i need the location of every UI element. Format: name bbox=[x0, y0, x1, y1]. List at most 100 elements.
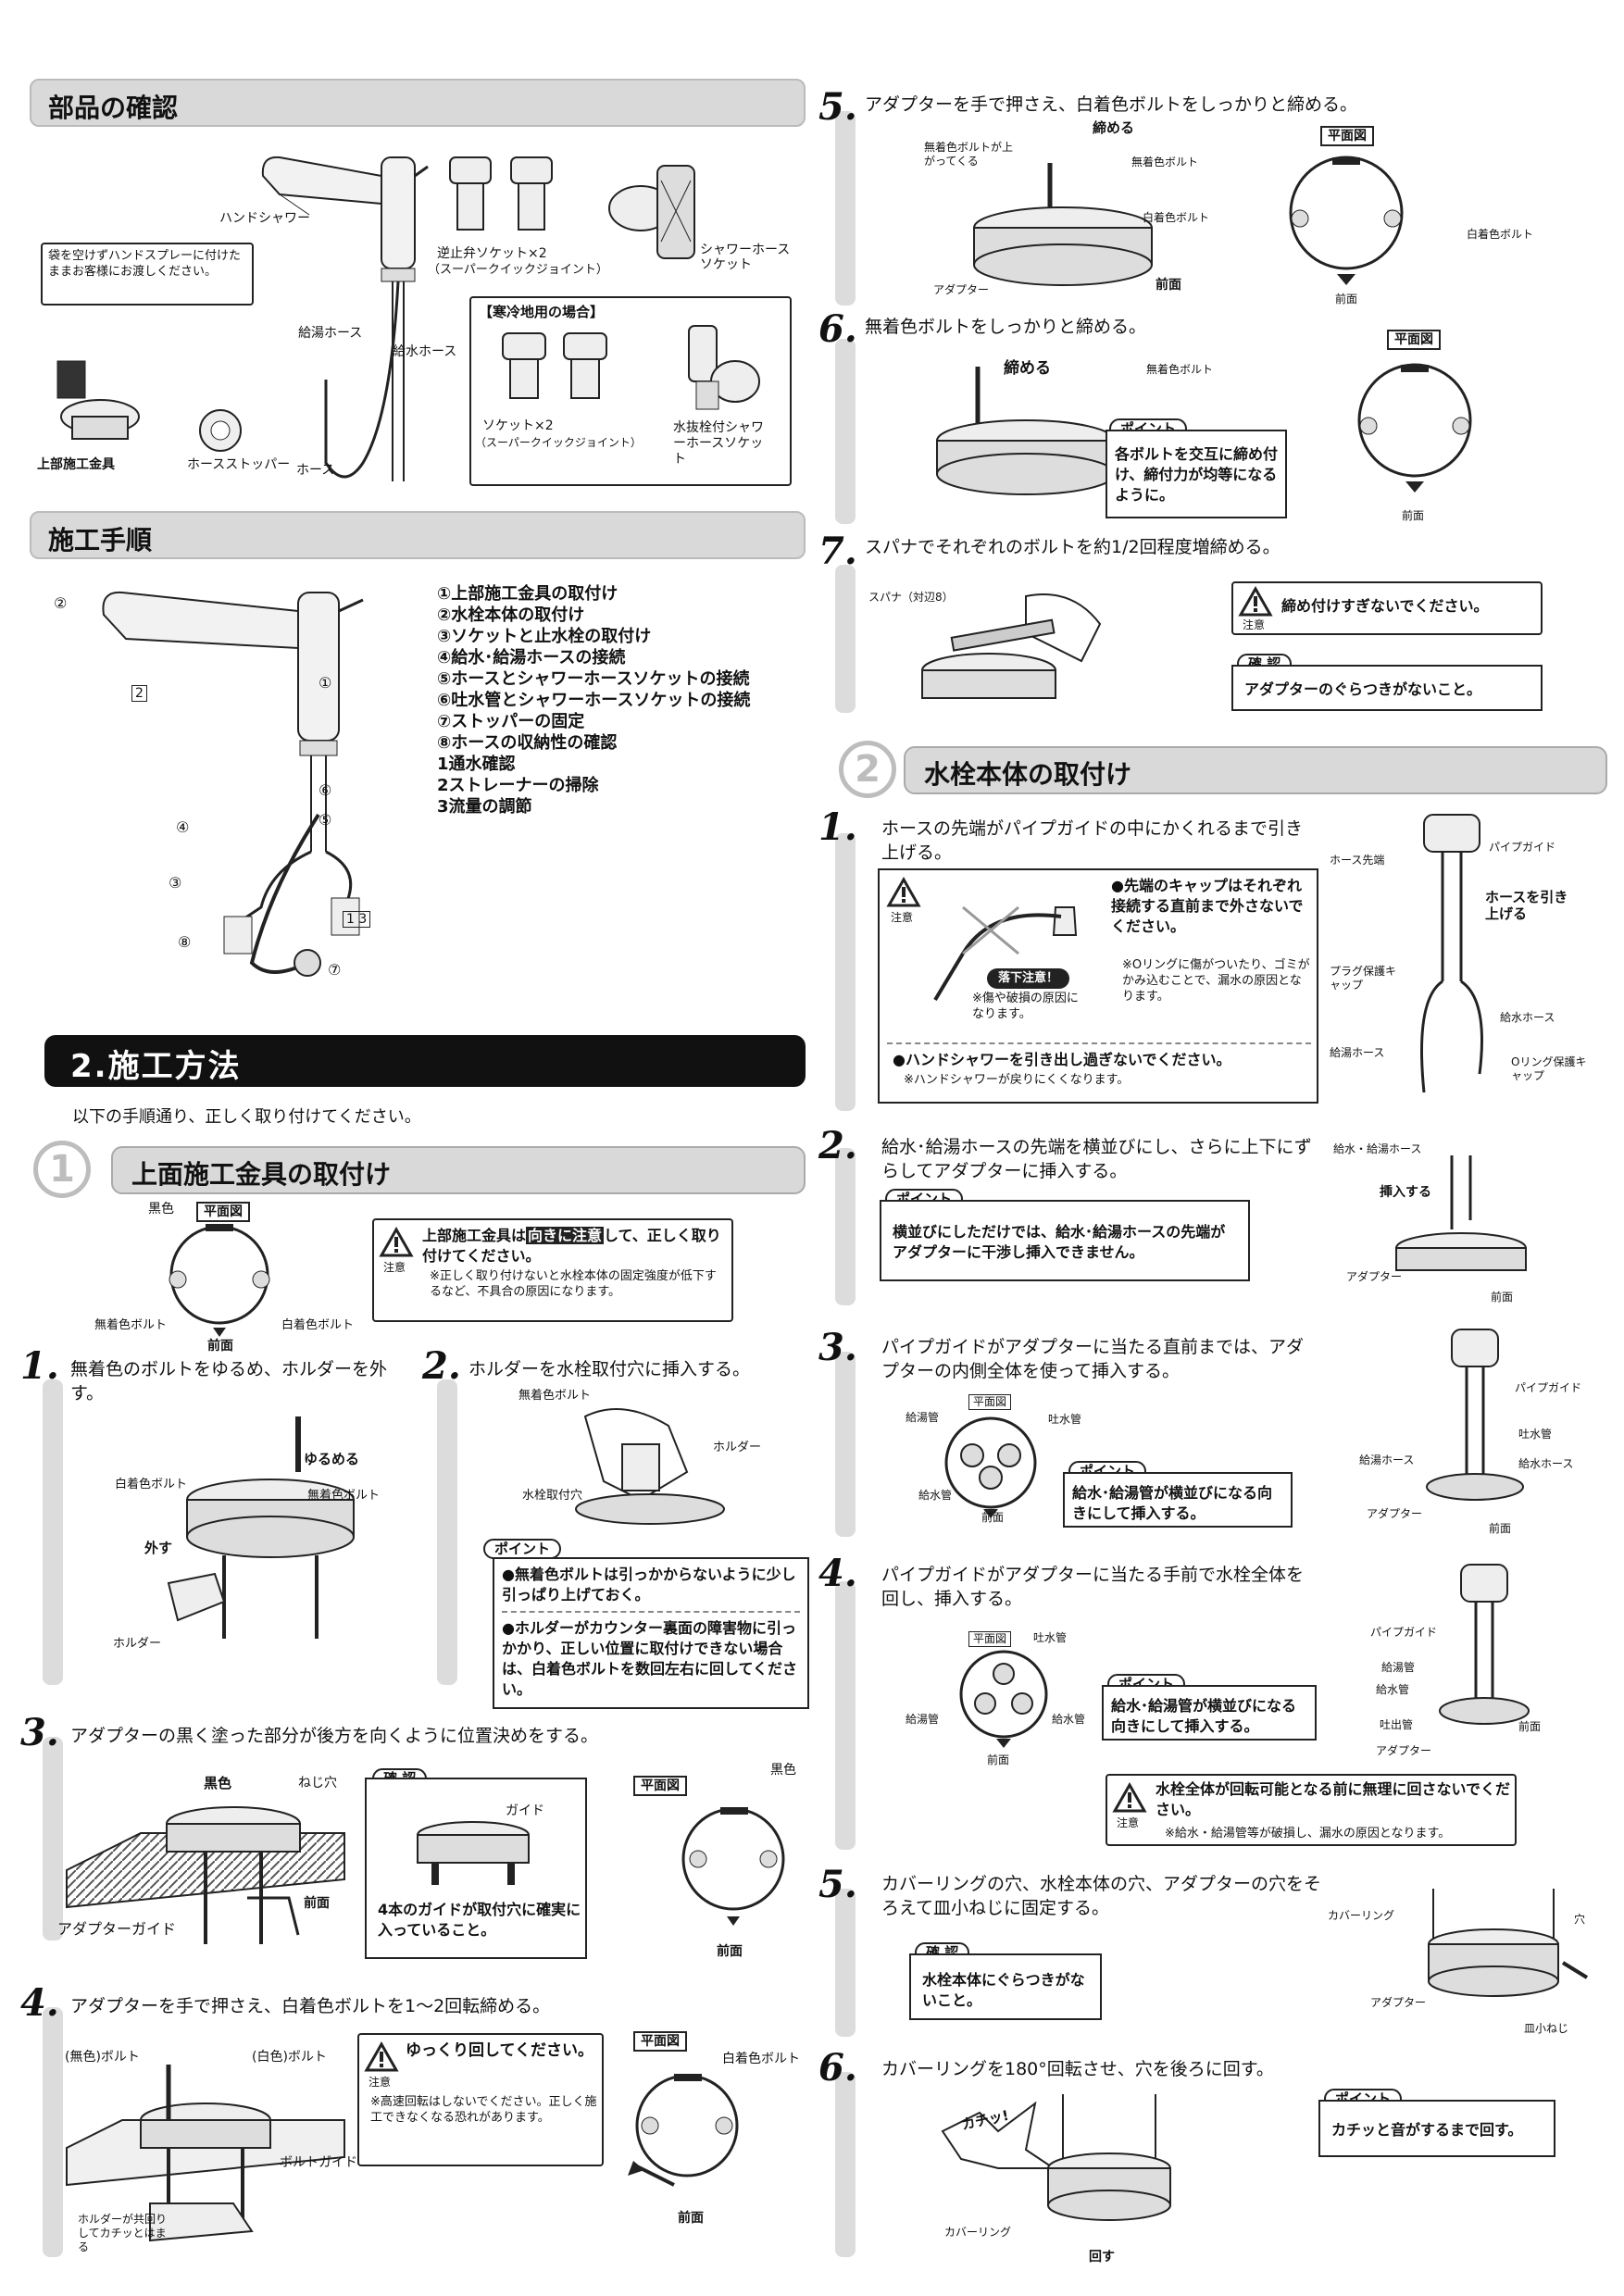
sec1-step2-text: ホルダーを水栓取付穴に挿入する。 bbox=[468, 1359, 751, 1379]
s2-step4-warning-box: 注意 水栓全体が回転可能となる前に無理に回さないでください。 ※給水・給湯管等が… bbox=[1106, 1774, 1517, 1846]
s2-step1-warning-a: ●先端のキャップはそれぞれ接続する直前まで外さないでください。 bbox=[1111, 877, 1304, 935]
cold-region-box: 【寒冷地用の場合】 ソケット×2 （スーパークイックジョイント） 水抜栓付シャワ… bbox=[469, 296, 792, 486]
s2-step1-pull: ホースを引き上げる bbox=[1485, 889, 1568, 922]
r-step5-adapter: アダプター bbox=[933, 283, 990, 296]
caution-icon bbox=[364, 2040, 399, 2072]
sec1-step1-num: 1. bbox=[20, 1344, 59, 1388]
sec1-step4-white: (白色)ボルト bbox=[252, 2050, 327, 2065]
procedure-item: 1通水確認 bbox=[437, 755, 516, 774]
sec1-step3-illustration bbox=[66, 1806, 345, 1944]
sec1-step3-guide2: ガイド bbox=[506, 1803, 544, 1818]
s2-step3-hotpipe: 給湯管 bbox=[906, 1411, 940, 1424]
sec1-step3-plan: 平面図 bbox=[633, 1776, 687, 1796]
r-step5-nocolor-up: 無着色ボルトが上がってくる bbox=[924, 141, 1014, 168]
r-step5-front: 前面 bbox=[1156, 278, 1181, 293]
s2-step4-point-box: 給水･給湯管が横並びになる向きにして挿入する。 bbox=[1102, 1685, 1317, 1741]
sec1-step1-nocolor: 無着色ボルト bbox=[307, 1489, 381, 1503]
method-intro: 以下の手順通り、正しく取り付けてください。 bbox=[72, 1107, 421, 1127]
sec1-step4-white2: 白着色ボルト bbox=[722, 2052, 800, 2066]
method-heading: 2.施工方法 bbox=[70, 1048, 242, 1085]
procedure-item: ⑥吐水管とシャワーホースソケットの接続 bbox=[437, 691, 751, 710]
s2-step4-warning-note: ※給水・給湯管等が破損し、漏水の原因となります。 bbox=[1165, 1827, 1451, 1841]
callout-6: ⑥ bbox=[319, 781, 332, 799]
cold-drain-text: 水抜栓付シャワーホースソケット bbox=[673, 420, 764, 467]
r-step5-white: 白着色ボルト bbox=[1143, 211, 1210, 224]
bag-note: 袋を空けずハンドスプレーに付けたままお客様にお渡しください。 bbox=[48, 249, 242, 279]
sec1-step3-confirm-illustration bbox=[417, 1821, 530, 1885]
procedure-heading: 施工手順 bbox=[48, 525, 153, 555]
sec1-step2-point2: ●ホルダーがカウンター裏面の障害物に引っかかり、正しい位置に取付けできない場合は… bbox=[502, 1619, 798, 1698]
s2-step4-pipe-guide: パイプガイド bbox=[1370, 1626, 1438, 1639]
s2-step1-plug: プラグ保護キャップ bbox=[1330, 965, 1397, 992]
r-step7-bar bbox=[835, 565, 856, 713]
sec1-step2-point-box: ●無着色ボルトは引っかからないように少し引っぱり上げておく。 ●ホルダーがカウン… bbox=[493, 1557, 809, 1709]
cold-region-title: 【寒冷地用の場合】 bbox=[479, 304, 605, 320]
sec1-step1-bar bbox=[43, 1379, 63, 1685]
s2-step1-warning-box: 注意 落下注意！ ※傷や破損の原因になります。 ●先端のキャップはそれぞれ接続す… bbox=[878, 868, 1318, 1104]
r-step5-illustration bbox=[973, 163, 1153, 286]
sec1-step1-white: 白着色ボルト bbox=[115, 1478, 188, 1491]
r-step7-confirm-box: アダプターのぐらつきがないこと。 bbox=[1231, 665, 1543, 711]
callout-box-13: 1 3 bbox=[343, 911, 371, 928]
sec1-front: 前面 bbox=[207, 1339, 233, 1354]
sec1-warning-text: 上部施工金具は向きに注意して、正しく取り付けてください。 bbox=[422, 1226, 728, 1267]
s2-step1-hot: 給湯ホース bbox=[1330, 1046, 1385, 1059]
sec1-step2-point-label: ポイント bbox=[483, 1539, 562, 1559]
sec1-no-color-bolt: 無着色ボルト bbox=[94, 1318, 168, 1332]
cold-drain-label: 水抜栓付シャワーホースソケット bbox=[673, 420, 775, 468]
s2-step3-text: パイプガイドがアダプターに当たる直前までは、アダプターの内側全体を使って挿入する… bbox=[881, 1337, 1305, 1381]
procedure-heading-bar: 施工手順 bbox=[30, 511, 806, 559]
sec1-step4-warning-note: ※高速回転はしないでください。正しく施工できなくなる恐れがあります。 bbox=[370, 2095, 597, 2125]
hose-stopper-illustration bbox=[199, 409, 242, 452]
s2-step2-illustration bbox=[1395, 1155, 1527, 1271]
caution-label: 注意 bbox=[1117, 1816, 1140, 1829]
procedure-item: ③ソケットと止水栓の取付け bbox=[437, 627, 652, 646]
cold-socket-illustration bbox=[502, 332, 607, 399]
s2-step4-faucet-illustration bbox=[1439, 1564, 1530, 1725]
s2-step5-num: 5. bbox=[818, 1863, 857, 1906]
r-step5-tighten: 締める bbox=[1093, 119, 1135, 136]
r-step6-bar bbox=[835, 339, 856, 524]
procedure-list: ①上部施工金具の取付け ②水栓本体の取付け ③ソケットと止水栓の取付け ④給水･… bbox=[437, 583, 750, 817]
r-step6-num: 6. bbox=[818, 307, 857, 351]
parts-heading-bar: 部品の確認 bbox=[30, 79, 806, 127]
warn-pre: 上部施工金具は bbox=[422, 1227, 527, 1244]
s2-step4-spout: 吐水管 bbox=[1033, 1631, 1068, 1644]
s2-step1-oring: Oリング保護キャップ bbox=[1511, 1055, 1587, 1082]
top-fitting-illustration bbox=[56, 360, 140, 440]
s2-step2-front: 前面 bbox=[1491, 1291, 1514, 1304]
s2-step4-spout2: 吐出管 bbox=[1380, 1718, 1414, 1731]
s2-step1-num: 1. bbox=[818, 805, 857, 849]
s2-step4-water2: 給水管 bbox=[1376, 1683, 1410, 1696]
r-step5-white2: 白着色ボルト bbox=[1467, 228, 1534, 241]
r-step6-front: 前面 bbox=[1402, 509, 1425, 522]
s2-step2-text: 給水･給湯ホースの先端を横並びにし、さらに上下にずらしてアダプターに挿入する。 bbox=[881, 1137, 1312, 1181]
s2-step6-cover: カバーリング bbox=[944, 2226, 1012, 2239]
sec1-step3-front: 前面 bbox=[304, 1896, 330, 1911]
s2-step1-warning-b-note: ※ハンドシャワーが戻りにくくなります。 bbox=[904, 1073, 1130, 1087]
callout-2: ② bbox=[54, 594, 68, 612]
r-step6-plan: 平面図 bbox=[1387, 330, 1441, 350]
caution-label: 注意 bbox=[383, 1261, 406, 1274]
s2-step4-num: 4. bbox=[818, 1552, 857, 1595]
r-step5-text: アダプターを手で押さえ、白着色ボルトをしっかりと締める。 bbox=[865, 94, 1358, 115]
sec1-step2-point1: ●無着色ボルトは引っかからないように少し引っぱり上げておく。 bbox=[502, 1566, 796, 1603]
sec1-step4-plan-front: 前面 bbox=[678, 2211, 704, 2226]
sec2-heading-bar: 水栓本体の取付け bbox=[904, 746, 1607, 794]
callout-7: ⑦ bbox=[328, 961, 342, 979]
s2-step4-hot2: 給湯管 bbox=[1381, 1661, 1416, 1674]
parts-heading: 部品の確認 bbox=[48, 93, 179, 123]
sec2-number: 2 bbox=[839, 741, 896, 798]
callout-box-2: 2 bbox=[131, 685, 147, 702]
caution-icon bbox=[1112, 1781, 1147, 1813]
s2-step3-waterpipe: 給水管 bbox=[918, 1489, 953, 1502]
r-step6-text: 無着色ボルトをしっかりと締める。 bbox=[865, 317, 1147, 337]
s2-step1-text: ホースの先端がパイプガイドの中にかくれるまで引き上げる。 bbox=[881, 818, 1304, 863]
sec1-step4-text: アダプターを手で押さえ、白着色ボルトを1〜2回転締める。 bbox=[70, 1996, 551, 2016]
sec1-number: 1 bbox=[33, 1141, 91, 1198]
sec1-step1-loosen: ゆるめる bbox=[304, 1451, 360, 1467]
sec1-step1-remove: 外す bbox=[144, 1540, 173, 1556]
sec1-plan-label: 平面図 bbox=[196, 1202, 250, 1222]
s2-step1-drop-badge: 落下注意！ bbox=[987, 968, 1070, 989]
r-step7-confirm-text: アダプターのぐらつきがないこと。 bbox=[1244, 680, 1482, 698]
